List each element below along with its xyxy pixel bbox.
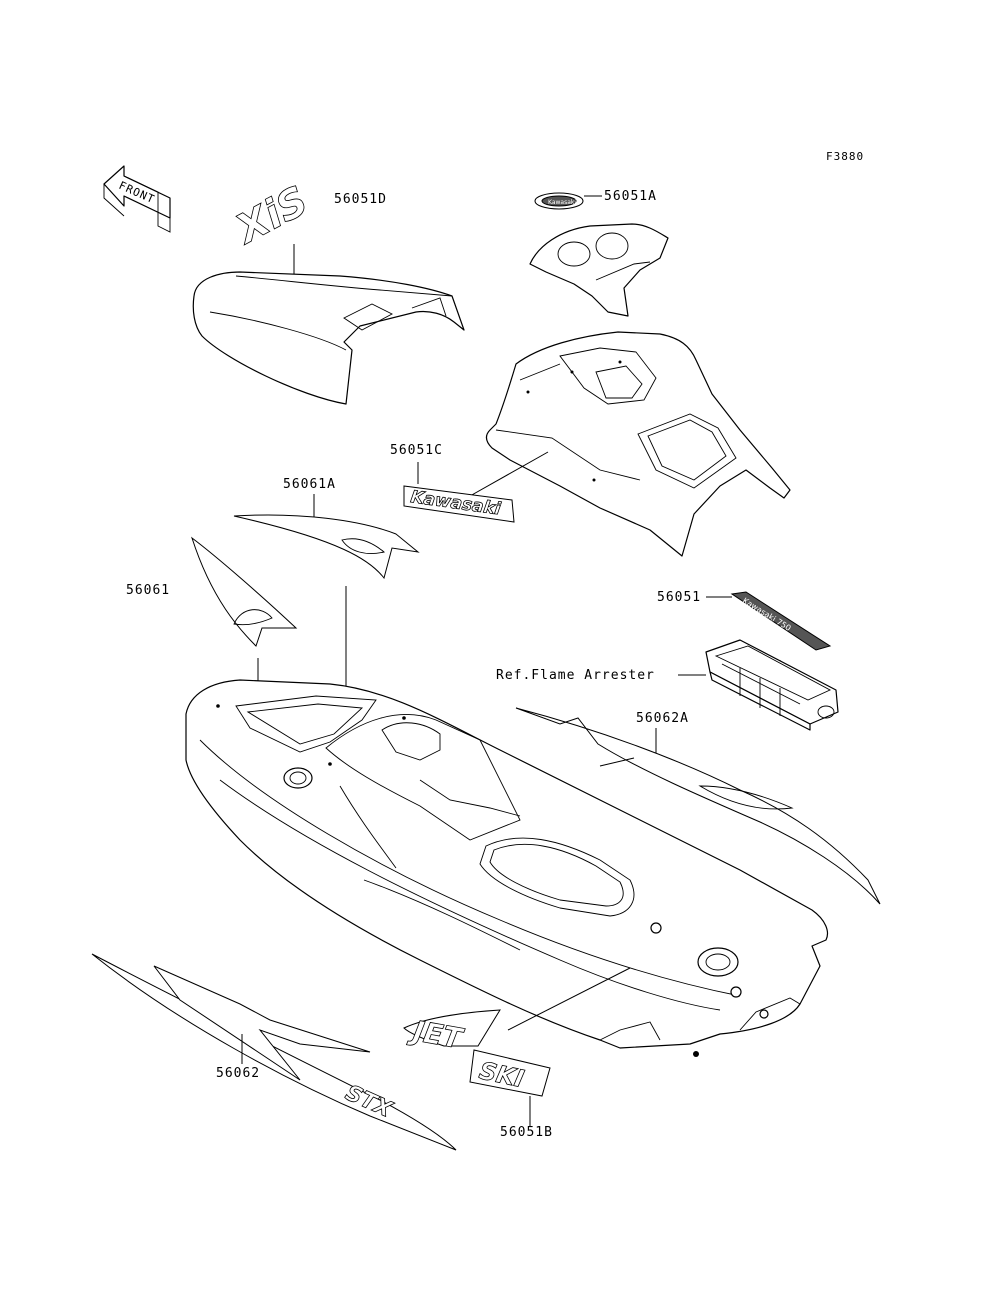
label-56051b: 56051B [500,1125,553,1140]
label-56061: 56061 [126,583,170,598]
flame-arrester [705,639,839,731]
label-56051c: 56051C [390,443,443,458]
label-56061a: 56061A [283,477,336,492]
jet-ski-hull [185,679,829,1057]
label-56051a: 56051A [604,189,657,204]
figure-code: F3880 [826,150,864,163]
leader-56051c-b [469,451,549,497]
flame-decal-text: Kawasaki 750 [741,596,793,633]
leader-56062a-b [599,757,635,767]
stripe-decal-56062a [515,707,881,905]
label-ref-flame-arrester: Ref.Flame Arrester [496,668,655,683]
stripe-decal-56061 [191,536,298,647]
oval-badge-text: Kawasaki [548,199,576,206]
label-56051d: 56051D [334,192,387,207]
xis-decal-text: XiS [226,178,315,254]
xis-logo-decal: XiS [226,177,316,254]
rear-seat-cover [192,271,465,405]
front-arrow-icon: FRONT [103,165,171,233]
label-56062a: 56062A [636,711,689,726]
deck-hood [485,331,791,557]
label-56051: 56051 [657,590,701,605]
leader-56051b-hull [507,967,631,1031]
kawasaki-decal: Kawasaki [403,485,515,523]
stripe-decal-56062: STX [91,953,457,1151]
label-56062: 56062 [216,1066,260,1081]
oval-badge-decal: Kawasaki [534,192,584,210]
kawasaki-decal-text: Kawasaki [409,487,503,520]
flame-arrester-decal: Kawasaki 750 [730,591,832,651]
gauge-cover [529,223,669,317]
stripe-decal-56061a [233,514,420,580]
jetski-decal: JET SKI [403,1009,551,1097]
